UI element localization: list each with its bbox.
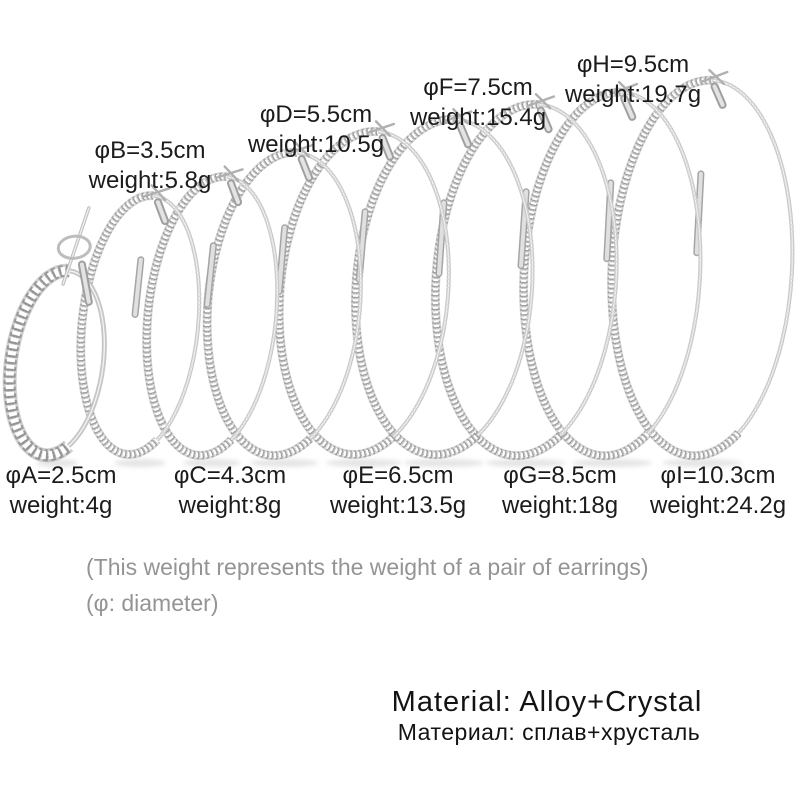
hoop-clasp: [444, 108, 473, 149]
ear-post-pin-highlight: [62, 207, 90, 285]
clasp-hinge-highlight: [299, 156, 312, 180]
clasp-hinge-highlight: [79, 262, 91, 304]
crystal-band-sparkle: [521, 89, 650, 459]
weight-label: weight:5.8g: [88, 167, 212, 194]
crystal-band-sparkle: [204, 149, 313, 459]
crystal-band-stones: [431, 100, 564, 460]
weight-label: weight:4g: [9, 492, 113, 519]
clasp-hinge-highlight: [458, 123, 471, 147]
crystal-band: [142, 172, 235, 460]
hoop-clasp: [142, 184, 171, 226]
clasp-hinge-highlight: [712, 84, 725, 107]
clasp-hinge-highlight: [155, 200, 168, 224]
crystal-band: [274, 126, 397, 460]
diameter-label: φE=6.5cm: [342, 462, 454, 489]
size-label-h: φH=9.5cm weight:19.7g: [565, 50, 701, 110]
hoop-clasp: [366, 120, 396, 161]
crystal-band-stones: [203, 148, 314, 460]
hoop-clasp: [700, 68, 729, 109]
material-english: Material: Alloy+Crystal: [391, 686, 703, 718]
diameter-label: φH=9.5cm: [576, 51, 690, 78]
diameter-label: φC=4.3cm: [173, 462, 287, 489]
diameter-label: φI=10.3cm: [660, 462, 776, 489]
ear-post-assembly: [56, 206, 93, 306]
reflection: [326, 459, 402, 467]
size-label-e: φE=6.5cm weight:13.5g: [330, 461, 466, 521]
reflection: [250, 459, 318, 467]
clasp-hinge-highlight: [380, 136, 392, 159]
size-label-g: φG=8.5cm weight:18g: [502, 461, 618, 521]
hoop-latch-highlight: [133, 257, 143, 317]
crystal-band-sparkle: [5, 266, 72, 460]
hoop-earring-d: [202, 141, 363, 461]
hoop-earring-b: [76, 184, 202, 459]
clasp-hinge-highlight: [622, 96, 635, 119]
size-label-b: φB=3.5cm weight:5.8g: [89, 136, 212, 196]
weight-label: weight:19.7g: [564, 81, 702, 108]
hoop-rim-dots: [692, 78, 795, 458]
weight-label: weight:15.4g: [409, 104, 547, 131]
size-label-f: φF=7.5cm weight:15.4g: [410, 73, 546, 133]
clasp-wire: [215, 165, 244, 183]
weight-label: weight:8g: [178, 492, 282, 519]
diameter-label: φD=5.5cm: [259, 101, 373, 128]
reflection: [404, 459, 484, 467]
hoop-earring-c: [142, 165, 280, 460]
diameter-label: φA=2.5cm: [5, 462, 117, 489]
clasp-wire: [444, 108, 473, 125]
material-russian: Материал: сплав+хрусталь: [397, 719, 701, 745]
size-label-i: φI=10.3cm weight:24.2g: [650, 461, 786, 521]
floor-reflections: [36, 459, 742, 467]
size-label-a: φA=2.5cm weight:4g: [6, 461, 117, 521]
clasp-wire: [610, 80, 639, 98]
diameter-label: φB=3.5cm: [94, 137, 206, 164]
crystal-band-stones: [607, 76, 742, 460]
hoop-rim-dots: [349, 129, 451, 457]
clasp-wire: [700, 68, 729, 86]
reflection: [114, 459, 166, 467]
weight-note-line2: (φ: diameter): [86, 590, 219, 616]
reflection: [486, 459, 566, 467]
hoop-clasp: [610, 80, 639, 121]
size-label-d: φD=5.5cm weight:10.5g: [248, 100, 384, 160]
weight-note: (This weight represents the weight of a …: [86, 549, 649, 621]
crystal-band: [202, 147, 314, 461]
clasp-wire: [142, 184, 171, 202]
weight-note-line1: (This weight represents the weight of a …: [86, 554, 649, 580]
hoop-rim-dots: [513, 102, 619, 458]
hoop-clasp: [526, 93, 556, 134]
hoop-earring-g: [430, 93, 619, 461]
reflection: [572, 459, 652, 467]
hoop-earring-a: [2, 206, 107, 463]
clasp-hinge-highlight: [228, 181, 241, 205]
crystal-band-sparkle: [276, 128, 396, 458]
hoop-clasp: [215, 165, 244, 207]
reflection: [662, 459, 742, 467]
crystal-band: [607, 75, 742, 461]
diameter-label: φF=7.5cm: [423, 74, 533, 101]
weight-label: weight:18g: [501, 492, 619, 519]
weight-label: weight:13.5g: [329, 492, 467, 519]
hoop-rim-dots: [197, 174, 280, 458]
size-label-c: φC=4.3cm weight:8g: [174, 461, 286, 521]
hoop-latch-highlight: [205, 243, 216, 307]
hoop-rim-dots: [602, 90, 703, 458]
crystal-band-stones: [275, 127, 397, 459]
ear-back-loop: [56, 234, 92, 260]
hoop-clasp: [285, 141, 315, 182]
weight-label: weight:24.2g: [649, 492, 787, 519]
reflection: [183, 459, 241, 467]
crystal-band-stones: [142, 172, 235, 460]
clasp-wire: [366, 120, 396, 137]
clasp-hinge-highlight: [538, 108, 551, 132]
diameter-label: φG=8.5cm: [503, 462, 617, 489]
weight-label: weight:10.5g: [247, 131, 385, 158]
clasp-wire: [285, 141, 315, 158]
crystal-band-sparkle: [609, 77, 741, 459]
clasp-wire: [526, 93, 556, 110]
hoop-latch-highlight: [277, 225, 287, 294]
crystal-band-sparkle: [78, 193, 159, 457]
crystal-band-sparkle: [144, 174, 233, 458]
